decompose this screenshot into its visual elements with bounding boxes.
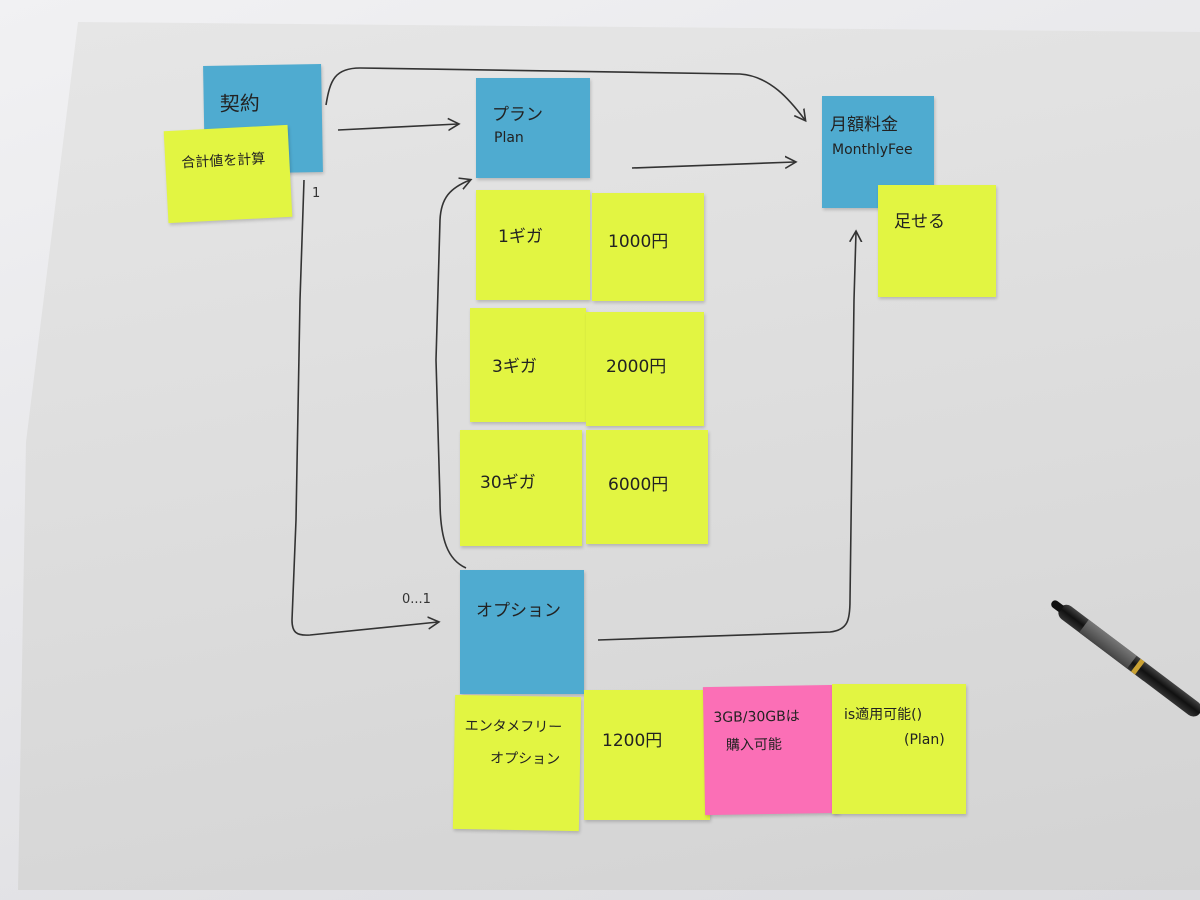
note-plan-size-1: 1ギガ bbox=[476, 190, 590, 300]
note-option-rule: 3GB/30GBは 購入可能 bbox=[702, 684, 840, 816]
note-plan-price-2: 2000円 bbox=[586, 312, 704, 426]
arrow-option-to-plan bbox=[435, 180, 470, 569]
note-plan-subtitle: Plan bbox=[494, 130, 524, 146]
note-addable: 足せる bbox=[878, 185, 996, 297]
option-method-line1: is適用可能() bbox=[844, 707, 923, 723]
note-addable-text: 足せる bbox=[894, 212, 945, 232]
note-option-price: 1200円 bbox=[584, 690, 710, 820]
plan-size-label: 3ギガ bbox=[492, 357, 537, 377]
option-name-line1: エンタメフリー bbox=[464, 718, 563, 736]
arrow-contract-to-option bbox=[291, 179, 438, 636]
note-monthly-fee-subtitle: MonthlyFee bbox=[832, 142, 913, 158]
plan-price-label: 2000円 bbox=[606, 357, 667, 377]
note-plan-size-2: 3ギガ bbox=[470, 308, 586, 422]
note-plan-title: プラン bbox=[492, 105, 543, 125]
note-option-title: オプション bbox=[476, 601, 561, 621]
plan-size-label: 30ギガ bbox=[480, 473, 536, 493]
multiplicity-contract-option: 0...1 bbox=[402, 592, 431, 607]
note-calc-total-text: 合計値を計算 bbox=[180, 151, 266, 172]
option-name-line2: オプション bbox=[489, 750, 561, 768]
note-plan-price-1: 1000円 bbox=[592, 193, 704, 301]
plan-size-label: 1ギガ bbox=[498, 227, 543, 247]
note-contract-title: 契約 bbox=[219, 91, 260, 116]
plan-price-label: 6000円 bbox=[608, 475, 669, 495]
note-option: オプション bbox=[460, 570, 584, 694]
option-method-line2: (Plan) bbox=[904, 732, 945, 748]
arrow-contract-to-plan bbox=[337, 124, 458, 130]
multiplicity-contract-plan: 1 bbox=[312, 186, 321, 201]
note-calc-total: 合計値を計算 bbox=[163, 124, 293, 224]
note-plan-size-3: 30ギガ bbox=[460, 430, 582, 546]
arrow-contract-to-monthlyfee bbox=[325, 67, 805, 120]
arrow-plan-to-monthlyfee bbox=[631, 162, 795, 168]
pen-gold-ring bbox=[1131, 658, 1145, 675]
arrow-option-to-monthlyfee bbox=[597, 232, 856, 641]
note-option-name: エンタメフリー オプション bbox=[452, 694, 582, 832]
option-rule-line2: 購入可能 bbox=[725, 736, 783, 754]
option-price-label: 1200円 bbox=[602, 731, 663, 751]
note-monthly-fee-title: 月額料金 bbox=[830, 115, 898, 135]
plan-price-label: 1000円 bbox=[608, 232, 669, 252]
note-plan-price-3: 6000円 bbox=[586, 430, 708, 544]
note-plan: プラン Plan bbox=[476, 78, 590, 178]
option-rule-line1: 3GB/30GBは bbox=[713, 708, 800, 726]
note-option-method: is適用可能() (Plan) bbox=[832, 684, 966, 814]
